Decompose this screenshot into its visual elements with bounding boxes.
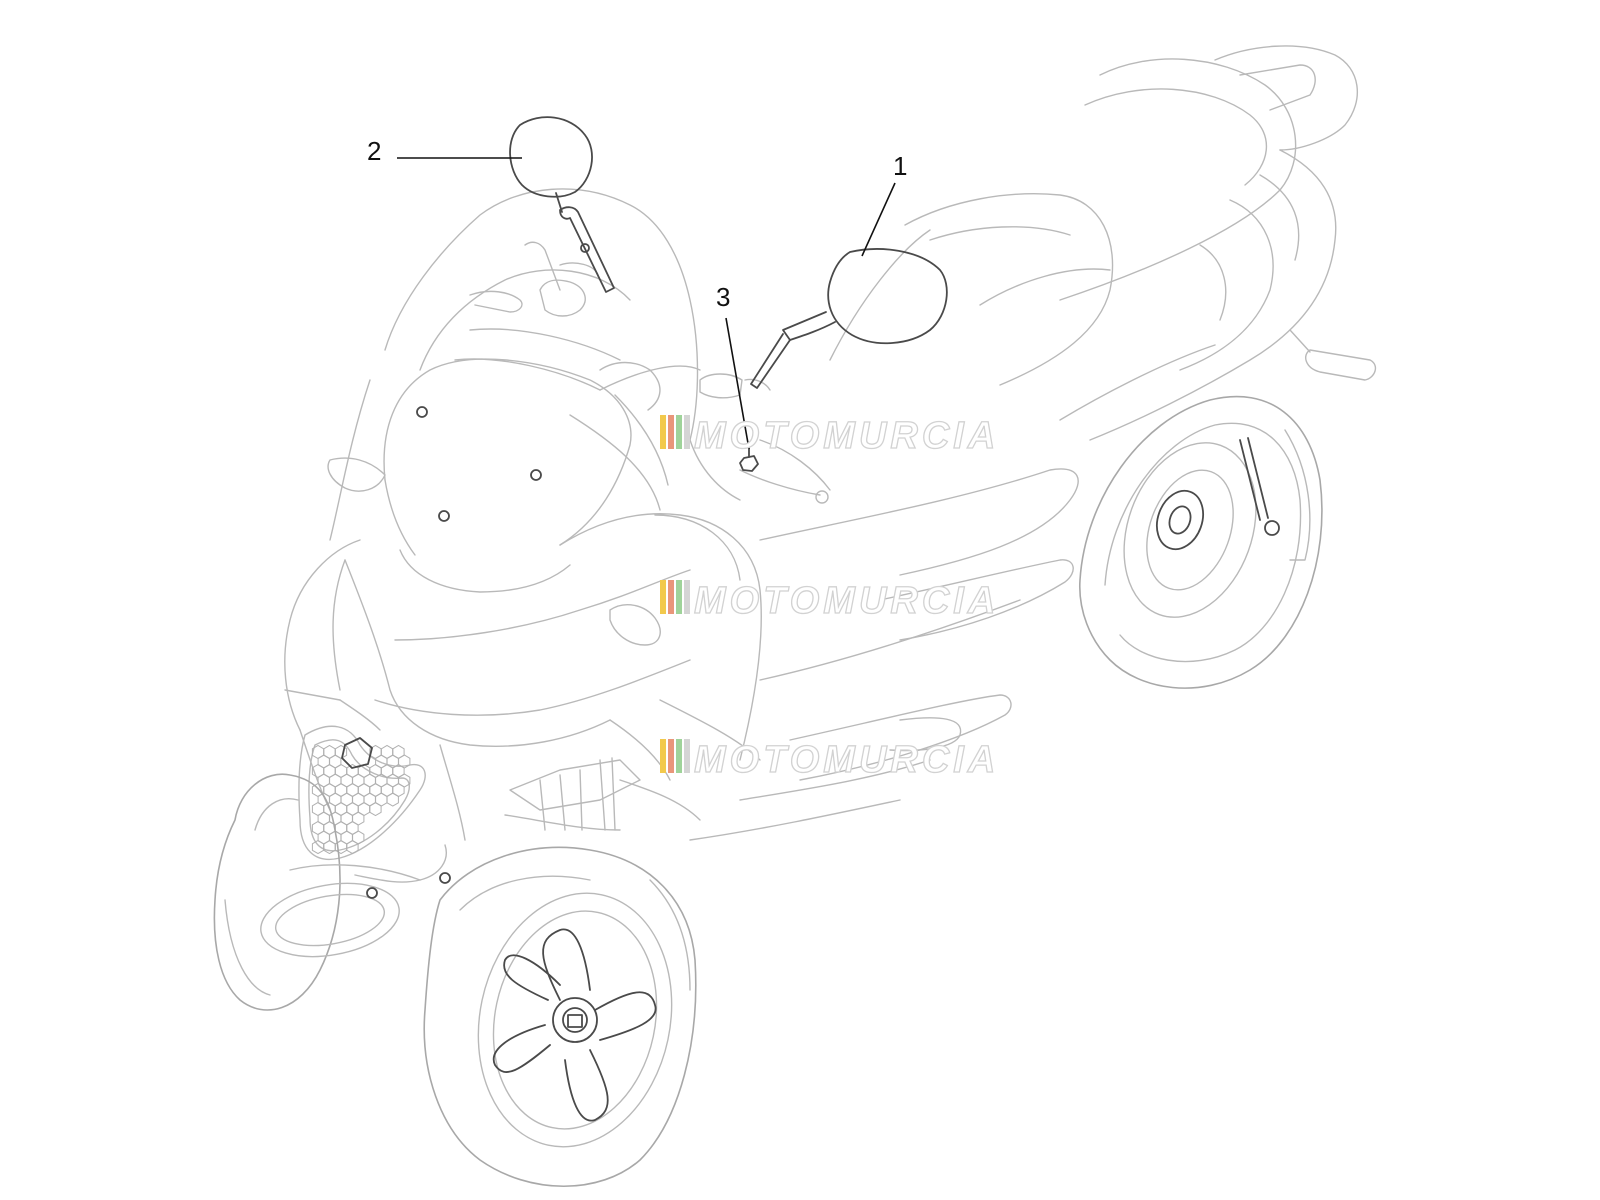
mirror-right: [750, 248, 948, 389]
grille-cell: [386, 792, 399, 807]
front-suspension: [354, 757, 641, 899]
grille-cell: [346, 839, 359, 855]
front-right-wheel: [423, 846, 697, 1188]
grille-cell: [323, 839, 336, 855]
watermark-stripe-grey: [684, 415, 690, 449]
watermark-text: MOTOMURCIA: [694, 739, 999, 781]
callout-3: 3: [716, 282, 730, 312]
grille-mesh: [311, 744, 411, 855]
watermark-text: MOTOMURCIA: [694, 415, 999, 457]
watermark-stripe-green: [676, 415, 682, 449]
watermark-stripe-green: [676, 580, 682, 614]
front-fairing: [284, 188, 762, 841]
watermark-stripe-red: [668, 415, 674, 449]
leader-lines: [397, 157, 896, 450]
watermark-stripe-yellow: [660, 415, 666, 449]
front-grille: [298, 725, 426, 860]
watermark-stripe-green: [676, 739, 682, 773]
watermark-stripe-yellow: [660, 580, 666, 614]
watermark-text: MOTOMURCIA: [694, 580, 999, 622]
leader-line-3: [725, 317, 750, 450]
watermark-middle: MOTOMURCIA: [660, 579, 999, 623]
handlebar-area: [454, 241, 831, 504]
callout-2: 2: [367, 136, 381, 166]
rear-wheel: [1079, 395, 1323, 689]
watermark-stripe-grey: [684, 580, 690, 614]
watermark-stripe-yellow: [660, 739, 666, 773]
watermark-top: MOTOMURCIA: [660, 414, 999, 458]
callout-1: 1: [893, 151, 907, 181]
grille-cell: [369, 801, 382, 817]
rear-body: [689, 45, 1377, 841]
watermark-stripe-grey: [684, 739, 690, 773]
watermark-bottom: MOTOMURCIA: [660, 738, 999, 782]
watermark-stripe-red: [668, 580, 674, 614]
leader-line-1: [861, 182, 896, 257]
front-left-wheel: [213, 773, 421, 1011]
watermark-stripe-red: [668, 739, 674, 773]
grille-cell: [311, 839, 325, 855]
mirror-left: [509, 116, 615, 293]
